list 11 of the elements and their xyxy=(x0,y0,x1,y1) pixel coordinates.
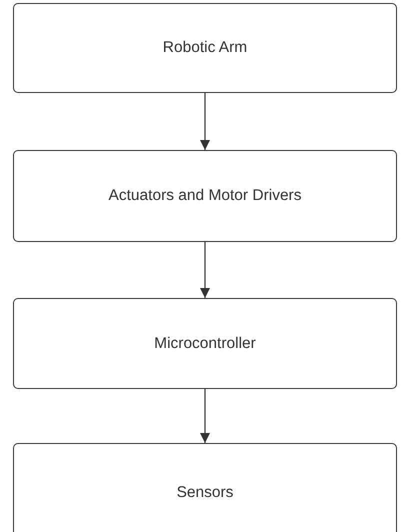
box-label: Actuators and Motor Drivers xyxy=(108,187,302,205)
arrow xyxy=(200,242,210,298)
process-box xyxy=(13,298,397,389)
arrow xyxy=(200,389,210,443)
arrow xyxy=(200,93,210,150)
box-label: Robotic Arm xyxy=(162,39,248,57)
box-label: Microcontroller xyxy=(154,334,256,352)
process-box xyxy=(13,443,397,532)
process-box xyxy=(13,3,397,93)
box-label: Sensors xyxy=(176,484,234,502)
process-box xyxy=(13,150,397,242)
